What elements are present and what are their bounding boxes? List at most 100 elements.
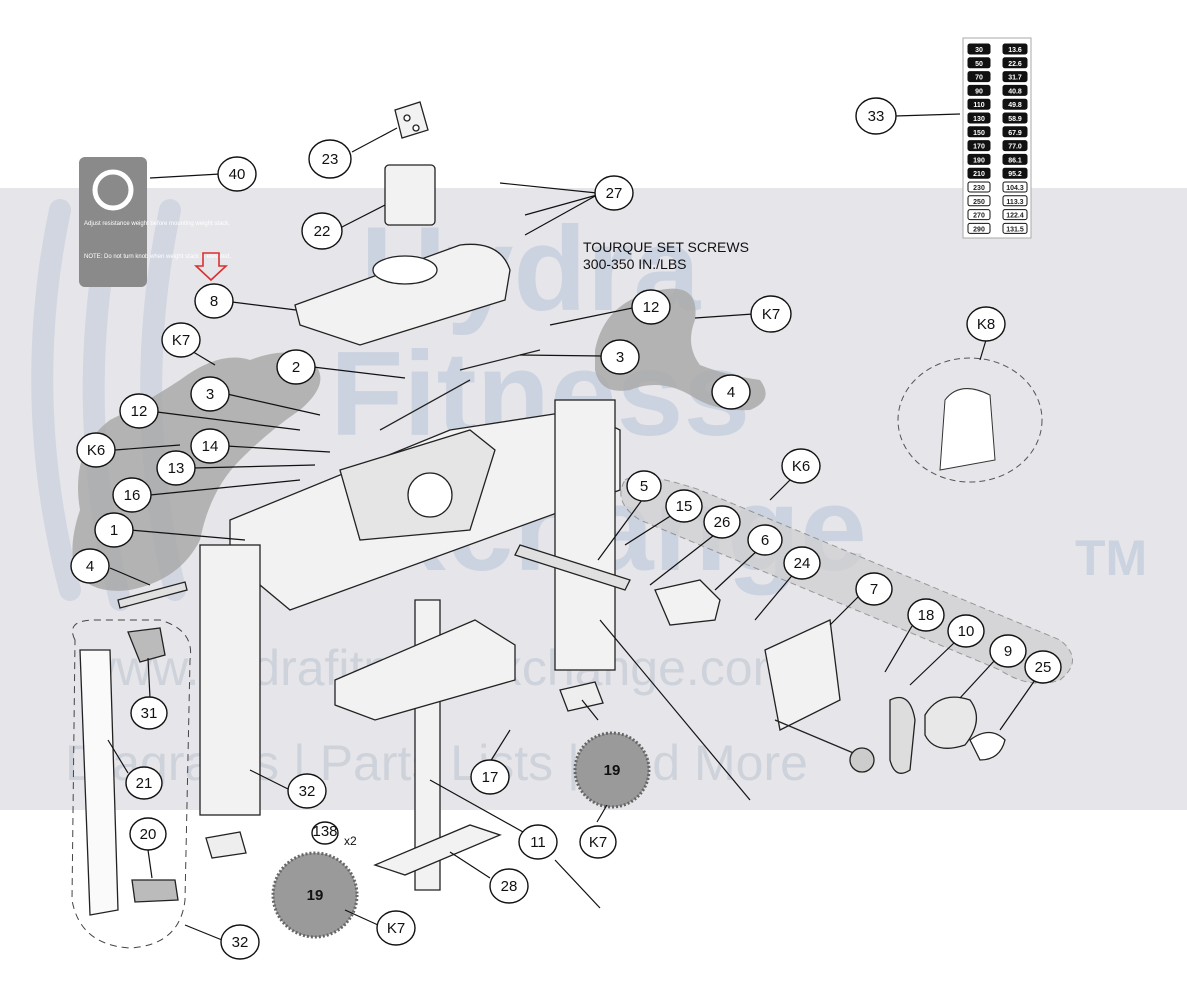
callout-c17: 17 (470, 759, 510, 795)
part-k8-plate (939, 388, 996, 471)
weight-chart-kg-cell (1002, 140, 1028, 152)
callout-bubble (301, 212, 343, 250)
part-19-gear-right (573, 731, 651, 809)
leader-20 (147, 849, 153, 879)
callout-ck7b: K7 (750, 295, 792, 333)
callout-c19a: 19 (604, 762, 621, 779)
callout-bubble (119, 393, 159, 429)
callout-label: 138 (312, 823, 337, 840)
weight-chart-lbs-value: 270 (973, 213, 985, 220)
callout-c12a: 12 (631, 289, 671, 325)
weight-chart-kg-cell (1002, 84, 1028, 96)
callout-label: 31 (141, 705, 158, 722)
callout-label: 32 (299, 783, 316, 800)
weight-chart-kg-value: 31.7 (1008, 75, 1022, 82)
part-right-upright (554, 399, 616, 671)
leader-4b (109, 567, 151, 586)
callout-label: 10 (958, 623, 975, 640)
part-23-hole-b (412, 124, 420, 132)
callout-bubble (1024, 650, 1062, 684)
callout-label: 23 (322, 151, 339, 168)
callout-c13: 13 (156, 450, 196, 486)
part-carriage (334, 619, 516, 721)
callout-label: 7 (870, 581, 878, 598)
callout-c12b: 12 (119, 393, 159, 429)
leader-k8 (979, 339, 987, 361)
weight-chart-lbs-value: 150 (973, 130, 985, 137)
callout-label: 15 (676, 498, 693, 515)
callout-ck7c: K7 (579, 825, 617, 859)
weight-chart-kg-cell (1002, 222, 1028, 234)
callout-c40: 40 (217, 156, 257, 192)
callout-bubble (665, 489, 703, 523)
leader-8 (231, 301, 297, 311)
weight-chart-kg-cell (1002, 57, 1028, 69)
callout-c3b: 3 (600, 339, 640, 375)
leader-12b (156, 411, 301, 431)
weight-chart-kg-cell (1002, 209, 1028, 221)
leader-17 (489, 729, 511, 763)
callout-c32b: 32 (220, 924, 260, 960)
leader-3b (519, 354, 604, 357)
weight-chart-kg-cell (1002, 153, 1028, 165)
part-6-motor (654, 579, 721, 626)
part-2-link (379, 379, 471, 431)
weight-chart-lbs-value: 230 (973, 185, 985, 192)
callout-bubble (190, 428, 230, 464)
weight-chart-kg-cell (1002, 181, 1028, 193)
decal-40-text2: NOTE: Do not turn knob when weight stack… (84, 254, 231, 260)
weight-chart-lbs-cell (967, 84, 991, 96)
callout-bubble (112, 477, 152, 513)
callout-label: K6 (792, 458, 810, 475)
callout-bubble (781, 448, 821, 484)
callout-bubble (129, 817, 167, 851)
weight-chart-lbs-cell (967, 43, 991, 55)
leader-28 (449, 851, 491, 879)
callout-label: 8 (210, 293, 218, 310)
callout-c11: 11 (518, 824, 558, 860)
leader-32b (184, 924, 223, 941)
weight-chart-kg-value: 113.3 (1006, 199, 1023, 206)
callout-bubble (750, 295, 792, 333)
weight-chart-lbs-cell (967, 222, 991, 234)
callout-bubble (190, 376, 230, 412)
callout-label: 27 (606, 185, 623, 202)
callout-c33: 33 (855, 97, 897, 135)
weight-chart-lbs-cell (967, 195, 991, 207)
callout-bubble (220, 924, 260, 960)
part-4-rod (117, 581, 188, 609)
part-5-rod (514, 544, 631, 591)
part-10-spring (889, 696, 916, 774)
part-rod-ball (849, 747, 875, 773)
weight-chart-kg-value: 95.2 (1008, 171, 1022, 178)
torque-note-line2: 300-350 IN./LBS (583, 256, 687, 272)
callout-c6: 6 (747, 524, 783, 556)
part-19-gear-left (271, 851, 359, 939)
weight-chart-lbs-cell (967, 181, 991, 193)
weight-chart-kg-value: 49.8 (1008, 102, 1022, 109)
leader-25 (999, 679, 1036, 731)
kit-32-dashed-outline (71, 619, 192, 949)
callout-c7: 7 (855, 572, 893, 606)
weight-chart-lbs-cell (967, 57, 991, 69)
weight-chart-kg-value: 86.1 (1008, 157, 1022, 164)
callout-bubble (161, 322, 201, 358)
callout-bubble (518, 824, 558, 860)
callout-bubble (76, 432, 116, 468)
callout-label: K6 (87, 442, 105, 459)
callout-c16: 16 (112, 477, 152, 513)
weight-chart-kg-value: 122.4 (1006, 213, 1024, 220)
callout-label: 18 (918, 607, 935, 624)
callout-bubble (631, 289, 671, 325)
decal-40-dial (92, 169, 134, 211)
callout-label: 17 (482, 769, 499, 786)
callout-label: 22 (314, 223, 331, 240)
weight-chart-lbs-value: 190 (973, 157, 985, 164)
callout-label: 2 (292, 359, 300, 376)
callout-c138: 138 (311, 821, 339, 845)
leader-24 (754, 571, 796, 621)
weight-chart-kg-cell (1002, 112, 1028, 124)
callout-bubble (703, 505, 741, 539)
